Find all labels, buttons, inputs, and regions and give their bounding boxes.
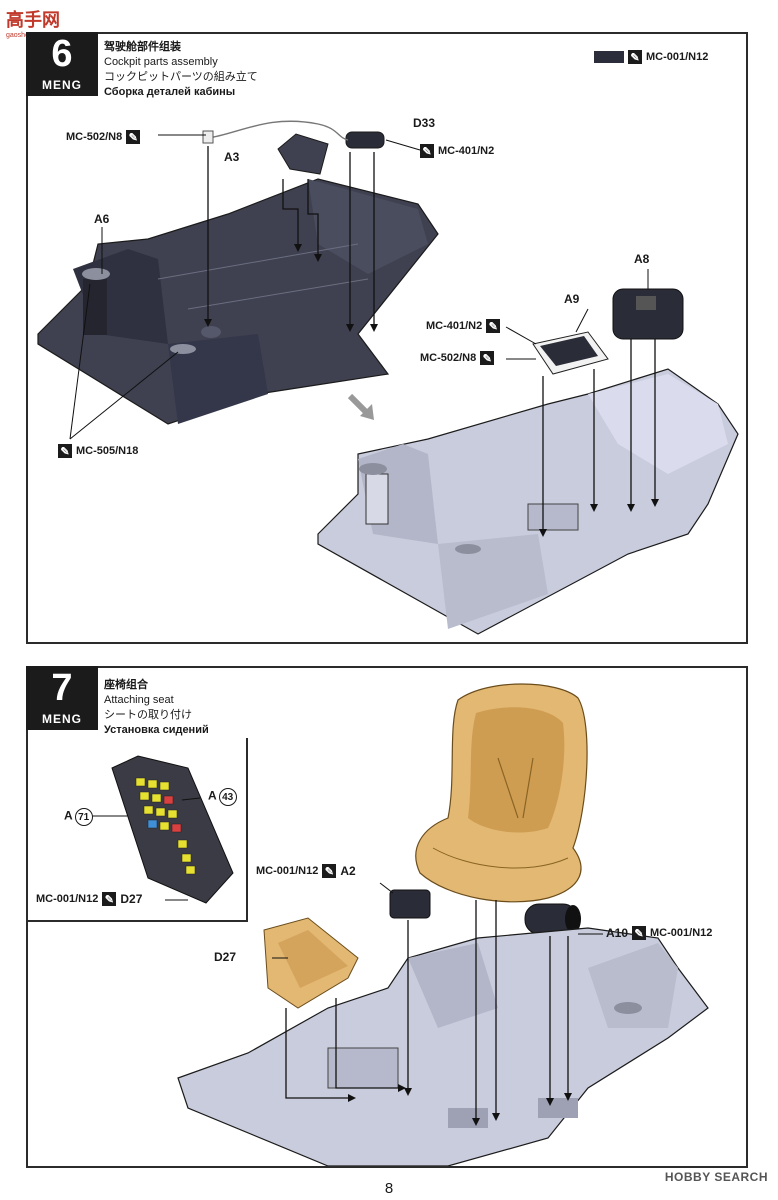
paint-legend: ✎ MC-001/N12 <box>594 50 708 64</box>
brush-icon: ✎ <box>58 444 72 458</box>
leader-lines <box>69 134 421 440</box>
part-label-a9: A9 <box>564 292 580 306</box>
brush-icon: ✎ <box>102 892 117 906</box>
title-jp: シートの取り付け <box>104 709 192 721</box>
part-prefix: A <box>64 808 73 823</box>
paint-code: MC-502/N8 <box>420 352 477 364</box>
part-a3-shape <box>277 133 329 175</box>
page-number: 8 <box>384 1180 394 1197</box>
part-d27-shape <box>263 917 359 1009</box>
title-en: Cockpit parts assembly <box>104 56 218 68</box>
site-logo-sub: gaoshou.net <box>6 32 60 39</box>
paint-label-a10: A10 ✎ MC-001/N12 <box>606 926 712 940</box>
title-en: Attaching seat <box>104 694 174 706</box>
part-label-d27: D27 <box>214 950 237 964</box>
brand-logo: MENG <box>42 712 82 726</box>
part-circled-number: 43 <box>218 788 237 806</box>
paint-code: MC-001/N12 <box>36 893 99 905</box>
step-number: 7 <box>51 667 73 709</box>
title-cn: 驾驶舱部件组装 <box>104 41 181 53</box>
paint-label-mc505: ✎ MC-505/N18 <box>58 444 138 458</box>
paint-label-mc502-a9: MC-502/N8 ✎ <box>420 351 495 365</box>
cockpit-tub-dark <box>37 178 439 425</box>
site-logo-text: 高手网 <box>6 10 60 30</box>
step-6-diagram <box>37 120 739 635</box>
part-label-a3: A3 <box>224 150 240 164</box>
brush-icon: ✎ <box>126 130 141 144</box>
title-ru: Установка сидений <box>104 724 209 736</box>
part-a10-shape <box>524 903 581 935</box>
part-label-d27-inset: D27 <box>120 892 143 906</box>
paint-swatch <box>594 51 624 63</box>
title-jp: コックピットパーツの組み立て <box>104 71 258 83</box>
assembly-arrows <box>207 146 375 324</box>
paint-code: MC-505/N18 <box>76 445 139 457</box>
step-7-panel: 7 MENG 座椅组合 Attaching seat シートの取り付け Уста… <box>26 666 748 1168</box>
brush-icon: ✎ <box>420 144 434 158</box>
paint-code: MC-001/N12 <box>256 865 319 877</box>
step-7-diagram <box>92 683 709 1166</box>
paint-code: MC-401/N2 <box>426 320 483 332</box>
part-a2-shape <box>389 889 431 919</box>
seat-shape <box>415 683 588 903</box>
brush-icon: ✎ <box>322 864 337 878</box>
paint-label-a2: MC-001/N12 ✎ A2 <box>256 864 356 878</box>
cockpit-tub-light <box>317 368 739 635</box>
step-6-badge: 6 MENG <box>26 32 98 96</box>
part-a8-shape <box>612 288 684 340</box>
step-7-title: 座椅组合 Attaching seat シートの取り付け Установка с… <box>104 678 209 738</box>
d27-inset-shape <box>111 755 234 904</box>
part-label-a8: A8 <box>634 252 650 266</box>
part-circled-number: 71 <box>74 808 93 826</box>
step-6-title: 驾驶舱部件组装 Cockpit parts assembly コックピットパーツ… <box>104 40 258 100</box>
part-label-d33: D33 <box>413 116 436 130</box>
part-a9-shape <box>532 331 609 375</box>
brand-logo: MENG <box>42 78 82 92</box>
step-number: 6 <box>51 33 73 75</box>
brush-icon: ✎ <box>486 319 501 333</box>
paint-label-mc401-top: ✎ MC-401/N2 <box>420 144 494 158</box>
paint-code: MC-502/N8 <box>66 131 123 143</box>
part-d33-shape <box>345 131 385 149</box>
title-cn: 座椅组合 <box>104 679 148 691</box>
part-prefix: A <box>208 788 217 803</box>
part-label-a10: A10 <box>606 926 629 940</box>
paint-legend-code: MC-001/N12 <box>646 51 709 63</box>
cockpit-floor <box>177 927 709 1166</box>
inset-box <box>26 738 248 922</box>
step-6-panel: 6 MENG 驾驶舱部件组装 Cockpit parts assembly コッ… <box>26 32 748 644</box>
part-label-a2: A2 <box>340 864 356 878</box>
site-logo: 高手网 gaoshou.net <box>6 6 60 39</box>
paint-code: MC-001/N12 <box>650 927 713 939</box>
brush-icon: ✎ <box>632 926 647 940</box>
title-ru: Сборка деталей кабины <box>104 86 236 98</box>
paint-label-mc502-top: MC-502/N8 ✎ <box>66 130 141 144</box>
paint-label-inset: MC-001/N12 ✎ D27 <box>36 892 142 906</box>
brush-icon: ✎ <box>480 351 495 365</box>
assembly-arrows <box>285 900 569 1118</box>
part-label-a6: A6 <box>94 212 110 226</box>
leader-lines <box>92 797 603 959</box>
brush-icon: ✎ <box>628 50 642 64</box>
paint-label-mc401-a9: MC-401/N2 ✎ <box>426 319 501 333</box>
paint-code: MC-401/N2 <box>438 145 495 157</box>
step-7-badge: 7 MENG <box>26 666 98 730</box>
watermark: HOBBY SEARCH <box>664 1170 768 1184</box>
